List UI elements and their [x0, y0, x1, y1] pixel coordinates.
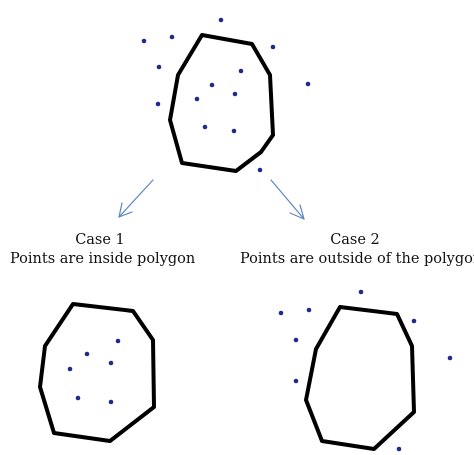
point-dot: [202, 124, 208, 130]
point-dot: [141, 38, 147, 44]
point-dot: [358, 289, 364, 295]
point-dot: [115, 338, 121, 344]
right-arrow: [270, 179, 305, 220]
left-arrow: [118, 179, 154, 218]
source-polygon: [168, 33, 275, 173]
point-dot: [218, 17, 224, 23]
point-dot: [293, 337, 299, 343]
source-group: [141, 17, 311, 173]
case2-group: [278, 289, 453, 452]
point-dot: [75, 395, 81, 401]
point-dot: [270, 44, 276, 50]
point-dot: [209, 82, 215, 88]
point-dot: [257, 167, 263, 173]
case1-group: [38, 302, 156, 443]
point-dot: [411, 318, 417, 324]
point-dot: [306, 307, 312, 313]
point-dot: [231, 128, 237, 134]
case1-caption: Case 1 Points are inside polygon: [10, 231, 196, 269]
case1-polygon: [38, 302, 156, 443]
case2-caption: Case 2 Points are outside of the polygon: [240, 231, 474, 269]
case2-polygon: [304, 305, 416, 451]
point-dot: [278, 310, 284, 316]
point-dot: [156, 64, 162, 70]
case2-subtitle: Points are outside of the polygon: [240, 251, 474, 267]
case2-title: Case 2: [330, 232, 380, 248]
point-dot: [447, 355, 453, 361]
point-dot: [155, 101, 161, 107]
point-dot: [67, 366, 73, 372]
case1-points: [67, 338, 121, 405]
point-dot: [84, 351, 90, 357]
point-dot: [396, 446, 402, 452]
point-dot: [108, 399, 114, 405]
case2-points: [278, 289, 453, 452]
point-dot: [169, 34, 175, 40]
point-dot: [305, 81, 311, 87]
point-dot: [108, 360, 114, 366]
point-dot: [238, 68, 244, 74]
case1-subtitle: Points are inside polygon: [10, 251, 196, 267]
point-dot: [232, 91, 238, 97]
point-dot: [293, 378, 299, 384]
source-points: [141, 17, 311, 173]
point-dot: [194, 96, 200, 102]
case1-title: Case 1: [75, 232, 125, 248]
